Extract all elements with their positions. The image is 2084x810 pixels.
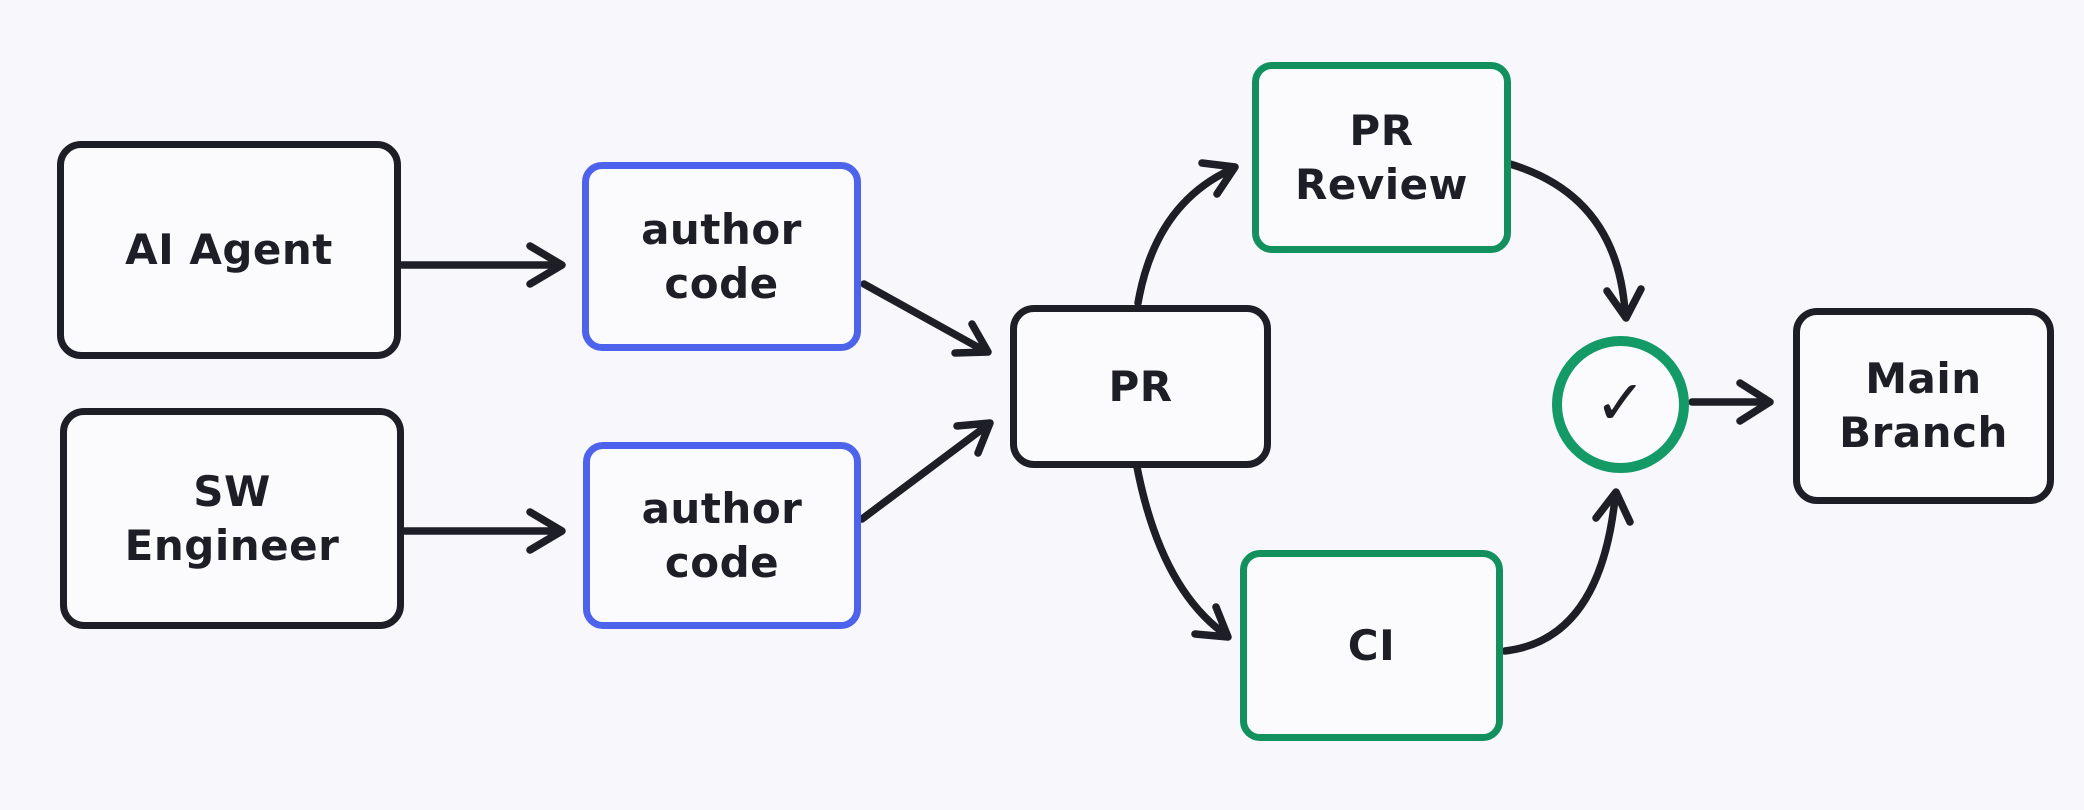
node-pr-label: PR — [1108, 361, 1173, 411]
node-ci: CI — [1240, 550, 1503, 741]
node-main-branch-label: Main Branch — [1839, 354, 2008, 457]
node-sw-engineer-label: SW Engineer — [124, 466, 340, 570]
node-author-code-top: author code — [582, 162, 861, 351]
node-main-branch: Main Branch — [1793, 308, 2054, 504]
arrow-author-code-bottom-to-pr — [858, 419, 994, 523]
node-ci-label: CI — [1347, 620, 1396, 670]
arrow-pr-to-ci — [1133, 463, 1232, 641]
arrow-ai-agent-to-author-code-top — [398, 242, 566, 288]
arrow-ci-to-check — [1501, 488, 1634, 655]
arrow-pr-to-pr-review — [1134, 159, 1239, 307]
node-sw-engineer: SW Engineer — [60, 408, 404, 629]
node-pr-review: PR Review — [1252, 62, 1511, 253]
arrow-author-code-top-to-pr — [860, 280, 992, 357]
node-pr: PR — [1010, 305, 1271, 468]
arrow-pr-review-to-check — [1506, 160, 1645, 322]
node-ai-agent: AI Agent — [57, 141, 401, 359]
arrow-check-to-main-branch — [1688, 379, 1774, 425]
node-author-code-top-label: author code — [641, 204, 802, 308]
checkmark-icon: ✓ — [1594, 365, 1647, 439]
node-approval-check: ✓ — [1552, 336, 1689, 473]
node-author-code-bottom-label: author code — [641, 483, 803, 587]
arrow-sw-engineer-to-author-code-bottom — [401, 508, 566, 554]
node-pr-review-label: PR Review — [1295, 105, 1468, 209]
node-ai-agent-label: AI Agent — [125, 225, 333, 275]
node-author-code-bottom: author code — [583, 442, 861, 629]
